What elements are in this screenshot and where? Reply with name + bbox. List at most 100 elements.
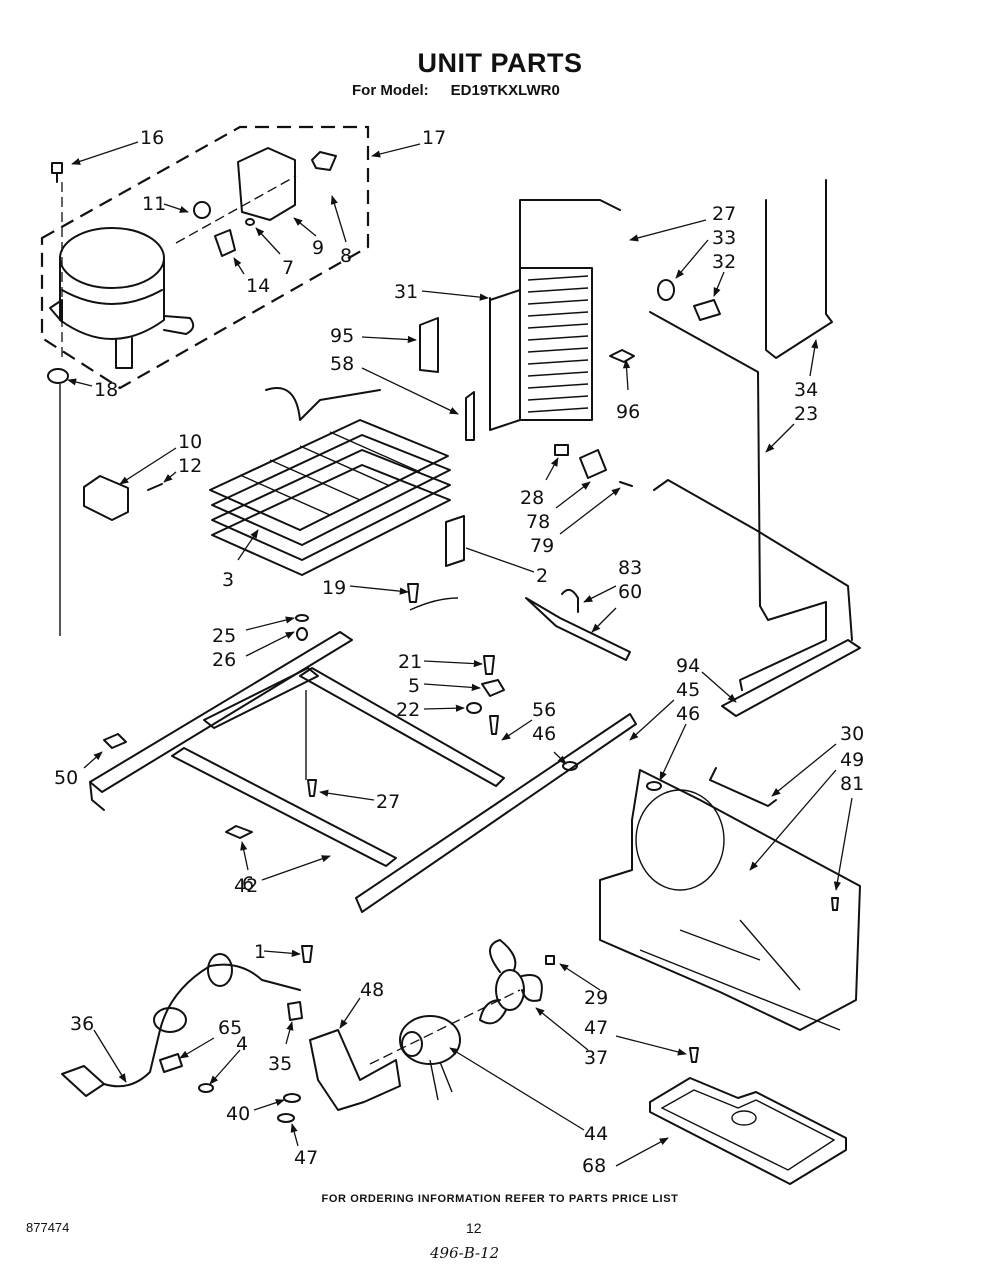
callout-47-left: 47 <box>294 1147 318 1169</box>
callout-22: 22 <box>396 699 420 721</box>
callout-16: 16 <box>140 127 164 149</box>
compressor-part <box>49 227 195 369</box>
callout-1: 1 <box>254 941 266 963</box>
callout-46-right: 46 <box>676 703 700 725</box>
callout-44: 44 <box>584 1123 608 1145</box>
callout-79: 79 <box>530 535 554 557</box>
callout-8: 8 <box>340 245 352 267</box>
clip-part-6 <box>225 825 253 839</box>
callout-95: 95 <box>330 325 354 347</box>
callout-36: 36 <box>70 1013 94 1035</box>
callout-35: 35 <box>268 1053 292 1075</box>
connector-part-35 <box>287 1001 303 1021</box>
drain-tube-part <box>653 479 853 641</box>
callout-2: 2 <box>536 565 548 587</box>
callout-14: 14 <box>246 275 270 297</box>
model-line: For Model:ED19TKXLWR0 <box>352 82 560 99</box>
screw-part-21 <box>483 655 495 675</box>
base-frame-part <box>89 631 505 867</box>
callout-5: 5 <box>408 675 420 697</box>
clip-part-29 <box>545 955 555 965</box>
front-rail-part <box>355 713 637 913</box>
callout-labels: 16 17 11 8 9 7 14 18 27 33 32 31 95 58 9… <box>54 127 864 1177</box>
drier-part <box>525 597 631 661</box>
callout-27-mid: 27 <box>376 791 400 813</box>
callout-45: 45 <box>676 679 700 701</box>
callout-25: 25 <box>212 625 236 647</box>
callout-28: 28 <box>520 487 544 509</box>
callout-10: 10 <box>178 431 202 453</box>
fan-blade-part <box>479 939 543 1025</box>
cap-part-22 <box>466 702 482 714</box>
ground-wire-part <box>409 597 459 611</box>
nut-part-26 <box>296 627 308 641</box>
evaporator-bracket-part <box>419 317 439 373</box>
callout-37: 37 <box>584 1047 608 1069</box>
valve-clamp-part <box>481 679 505 697</box>
evaporator-fins <box>527 275 589 413</box>
clip-part-65 <box>159 1053 183 1073</box>
page-title: UNIT PARTS <box>417 48 583 78</box>
callout-7: 7 <box>282 257 294 279</box>
callout-42: 42 <box>234 875 258 897</box>
heater-part <box>765 179 833 359</box>
drain-pan-part <box>649 1077 847 1185</box>
callout-11: 11 <box>142 193 166 215</box>
screw-part-1 <box>301 945 313 963</box>
screw-part-47a <box>689 1047 699 1063</box>
compressor-kit-boundary <box>40 125 370 390</box>
screw-part-81 <box>831 897 839 911</box>
handwritten-note: 496-B-12 <box>430 1244 500 1262</box>
callout-4: 4 <box>236 1033 248 1055</box>
callout-21: 21 <box>398 651 422 673</box>
callout-3: 3 <box>222 569 234 591</box>
callout-68: 68 <box>582 1155 606 1177</box>
condenser-part <box>209 387 451 576</box>
screw-part-56 <box>489 715 499 735</box>
callout-23: 23 <box>794 403 818 425</box>
clip-part-50 <box>103 733 127 749</box>
clip-part <box>311 151 337 171</box>
clip-part-96 <box>609 349 635 363</box>
ordering-note: FOR ORDERING INFORMATION REFER TO PARTS … <box>321 1193 679 1205</box>
callout-50: 50 <box>54 767 78 789</box>
motor-bracket-part <box>309 1029 401 1111</box>
callout-48: 48 <box>360 979 384 1001</box>
clamp-part-83 <box>561 588 579 613</box>
relay-clamp-part <box>193 201 211 219</box>
bracket-part-78 <box>579 449 607 479</box>
callout-40: 40 <box>226 1103 250 1125</box>
ground-screw-part <box>407 583 419 603</box>
screw-part-27b <box>307 779 317 797</box>
page-number: 12 <box>466 1220 482 1236</box>
callout-26: 26 <box>212 649 236 671</box>
callout-6: 6 <box>242 873 254 895</box>
callout-58: 58 <box>330 353 354 375</box>
condenser-bracket-part <box>445 515 465 567</box>
relay-part <box>83 475 129 521</box>
overload-part <box>214 229 236 257</box>
callout-27-top: 27 <box>712 203 736 225</box>
callout-34: 34 <box>794 379 818 401</box>
callout-78: 78 <box>526 511 550 533</box>
callout-18: 18 <box>94 379 118 401</box>
clip-part-25 <box>295 614 309 622</box>
screw-part-40 <box>283 1093 301 1103</box>
callout-17: 17 <box>422 127 446 149</box>
callout-19: 19 <box>322 577 346 599</box>
callout-46-left: 46 <box>532 723 556 745</box>
screw-part-46a <box>562 761 578 771</box>
callout-56: 56 <box>532 699 556 721</box>
callout-65: 65 <box>218 1017 242 1039</box>
callout-29: 29 <box>584 987 608 1009</box>
relay-screw-part <box>147 483 163 491</box>
screw-part-47b <box>277 1113 295 1123</box>
power-cord-part <box>61 953 301 1097</box>
callout-60: 60 <box>618 581 642 603</box>
model-label: For Model: <box>352 82 429 99</box>
grommet-part <box>47 368 69 636</box>
mounting-bolt-part <box>51 162 63 360</box>
suction-tube-part <box>649 311 827 691</box>
relay-cover-part <box>237 147 296 221</box>
fan-shroud-part <box>599 769 861 1031</box>
